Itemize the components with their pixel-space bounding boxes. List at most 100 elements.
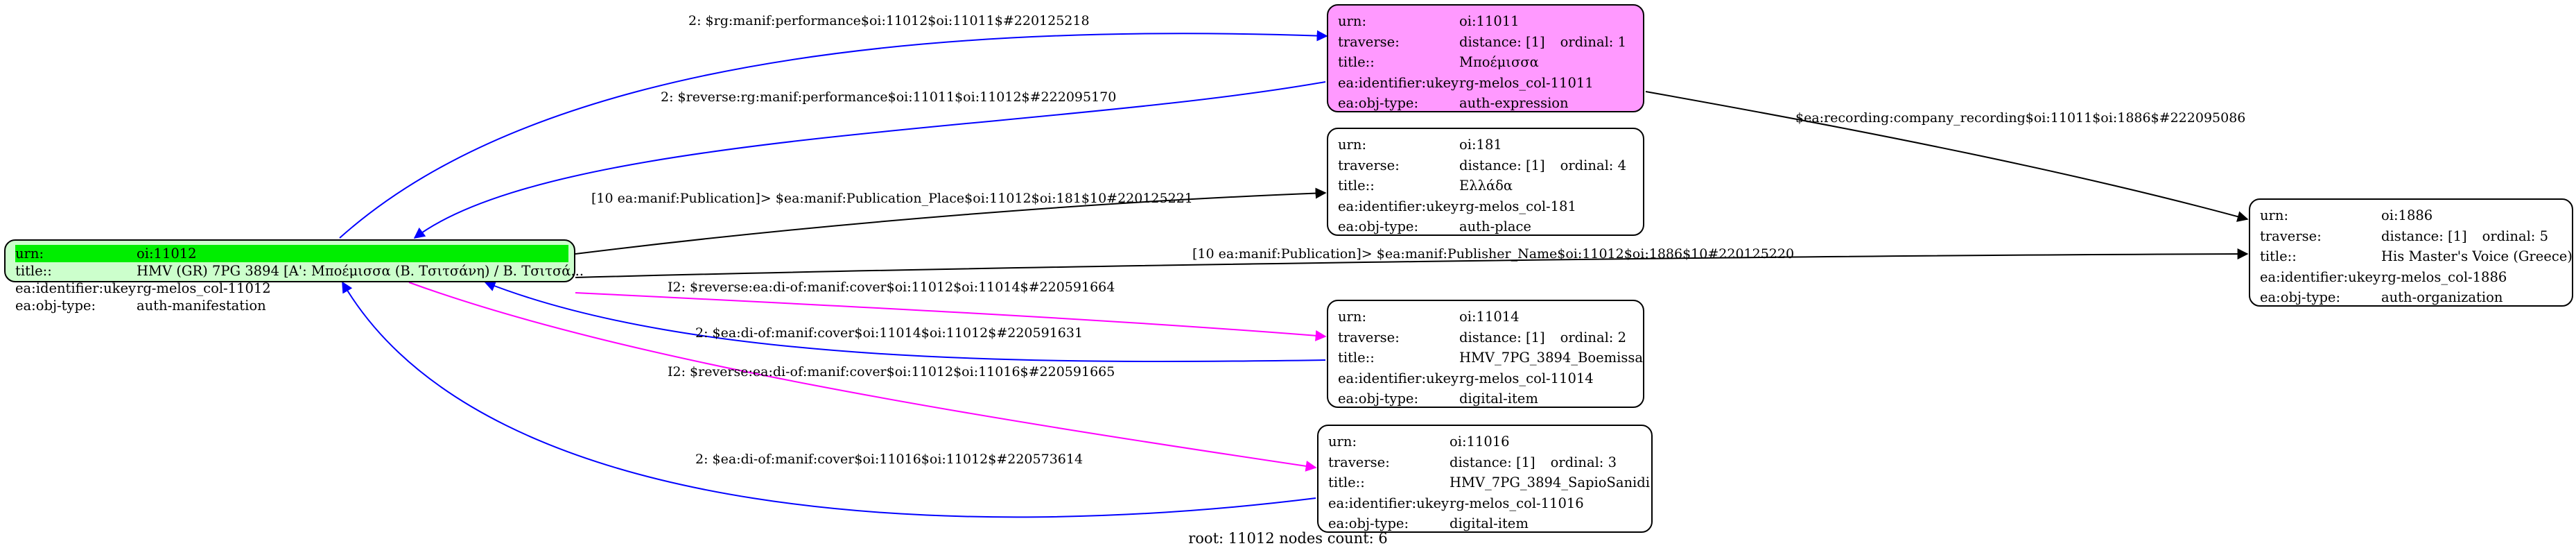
edge-11011-1886-company-recording [1645, 91, 2249, 222]
edge-label-11011-1886-company-recording: $ea:recording:company_recording$oi:11011… [1795, 110, 2245, 126]
node-row-title: title::HMV_7PG_3894_SapioSanidi [1328, 472, 1651, 493]
node-1886[interactable]: urn: oi:1886 traverse:distance: [1]ordina… [2249, 198, 2573, 307]
field-value: rg-melos_col-11016 [1450, 495, 1584, 511]
traverse-distance: distance: [1] [2381, 228, 2467, 244]
field-value: oi:11012 [137, 245, 568, 262]
field-value: HMV_7PG_3894_SapioSanidi [1450, 475, 1650, 490]
field-label: title:: [1338, 350, 1375, 366]
field-label: title:: [15, 263, 52, 279]
traverse-ordinal: ordinal: 3 [1550, 454, 1617, 470]
edge-11012-181-publication-place [575, 187, 1327, 255]
node-row-title: title::His Master's Voice (Greece) [2260, 246, 2573, 267]
field-value: oi:11011 [1459, 13, 1520, 29]
node-row-type: ea:obj-type: digital-item [1338, 388, 1643, 409]
field-label: title:: [1338, 54, 1375, 70]
field-value: oi:11014 [1459, 309, 1520, 325]
edge-label-11012-11014-reverse-cover: I2: $reverse:ea:di-of:manif:cover$oi:110… [668, 280, 1115, 295]
field-value: Μποέμισσα [1459, 54, 1539, 70]
node-11016[interactable]: urn:oi:11016 traverse: distance: [1] ordin… [1317, 425, 1653, 533]
field-value: Ελλάδα [1459, 178, 1513, 194]
node-11011[interactable]: urn:oi:11011 traverse:distance: [1]ordin… [1327, 4, 1644, 112]
field-label: ea:identifier:ukey [2260, 268, 2381, 285]
field-label: traverse: [1328, 454, 1390, 470]
field-value: oi:181 [1459, 137, 1502, 153]
field-value: digital-item [1459, 391, 1538, 407]
node-row-traverse: traverse: distance: [1]ordinal: 4 [1338, 155, 1643, 176]
node-row-type: ea:obj-type: digital-item [1328, 513, 1651, 534]
field-value: auth-manifestation [137, 298, 266, 314]
field-value: auth-organization [2381, 289, 2503, 305]
node-row-urn: urn: oi:181 [1338, 135, 1643, 155]
traverse-distance: distance: [1] [1459, 157, 1545, 173]
edge-label-11012-11016-reverse-cover: I2: $reverse:ea:di-of:manif:cover$oi:110… [668, 364, 1115, 379]
field-label: title:: [1328, 475, 1365, 490]
field-value: distance: [1]ordinal: 2 [1459, 327, 1626, 348]
field-value: distance: [1]ordinal: 1 [1459, 32, 1626, 53]
field-value: distance: [1] ordinal: 3 [1450, 452, 1617, 473]
field-label: urn: [1338, 309, 1367, 325]
field-value: distance: [1]ordinal: 5 [2381, 226, 2548, 247]
node-11014[interactable]: urn: oi:11014 traverse: distance: [1]ordin… [1327, 300, 1644, 408]
field-label: urn: [1338, 137, 1367, 153]
field-label: ea:identifier:ukey [15, 280, 136, 296]
field-value: rg-melos_col-11014 [1459, 370, 1594, 386]
node-row-type: ea:obj-type: auth-expression [1338, 93, 1643, 114]
field-label: urn: [15, 245, 137, 262]
field-value: oi:11016 [1450, 434, 1510, 450]
node-row-urn: urn: oi:1886 [2260, 205, 2572, 226]
node-row-traverse: traverse: distance: [1]ordinal: 1 [1338, 32, 1643, 53]
traverse-distance: distance: [1] [1459, 33, 1545, 50]
traverse-distance: distance: [1] [1450, 454, 1535, 470]
edge-11012-11014-reverse-cover [575, 292, 1327, 341]
node-row-urn: urn:oi:11016 [1328, 432, 1651, 452]
field-label: title:: [1338, 178, 1375, 194]
field-value: auth-expression [1459, 95, 1569, 111]
edge-label-11012-11011-performance: 2: $rg:manif:performance$oi:11012$oi:110… [688, 13, 1090, 28]
node-row-type: ea:obj-type: auth-manifestation [15, 297, 574, 314]
field-label: ea:obj-type: [1338, 391, 1419, 407]
node-row-traverse: traverse:distance: [1]ordinal: 5 [2260, 226, 2572, 247]
edge-11012-11016-reverse-cover [408, 282, 1317, 472]
edge-label-11016-11012-cover: 2: $ea:di-of:manif:cover$oi:11016$oi:110… [695, 452, 1083, 467]
field-value: rg-melos_col-11012 [137, 280, 271, 296]
field-label: ea:obj-type: [15, 298, 96, 314]
node-11012[interactable]: urn:oi:11012 title::HMV (GR) 7PG 3894 [A… [4, 239, 584, 314]
footer-text: root: 11012 nodes count: 6 [1188, 530, 1388, 547]
edge-11014-11012-cover [484, 280, 1326, 362]
field-value: rg-melos_col-1886 [2381, 268, 2507, 285]
node-row-urn: urn: oi:11014 [1338, 307, 1643, 327]
field-value: oi:1886 [2381, 207, 2433, 223]
node-row-traverse: traverse: distance: [1]ordinal: 2 [1338, 327, 1643, 348]
field-value: rg-melos_col-11011 [1459, 74, 1594, 91]
field-label: ea:obj-type: [1338, 95, 1419, 111]
edge-11016-11012-cover [342, 281, 1316, 518]
field-value: distance: [1]ordinal: 4 [1459, 155, 1626, 176]
field-label: ea:obj-type: [2260, 289, 2341, 305]
node-row-urn: urn:oi:11012 [15, 245, 574, 262]
field-label: urn: [2260, 207, 2289, 223]
field-label: ea:identifier:ukey [1328, 495, 1449, 511]
field-label: ea:obj-type: [1328, 515, 1409, 531]
field-label: title:: [2260, 248, 2297, 264]
node-181[interactable]: urn: oi:181 traverse: distance: [1]ordinal… [1327, 128, 1644, 236]
node-row-title: title::Ελλάδα [1338, 176, 1643, 196]
field-label: traverse: [1338, 157, 1400, 173]
field-label: traverse: [1338, 33, 1400, 50]
edge-11012-1886-publisher-name [575, 248, 2249, 278]
field-value: rg-melos_col-181 [1459, 198, 1576, 214]
field-value: digital-item [1450, 515, 1529, 531]
field-value: HMV (GR) 7PG 3894 [A': Μποέμισσα (Β. Τσι… [137, 263, 584, 279]
field-value: HMV_7PG_3894_Boemissa [1459, 350, 1644, 366]
edge-11011-11012-reverse-performance [413, 81, 1326, 239]
node-row-title: title::HMV (GR) 7PG 3894 [A': Μποέμισσα … [15, 262, 584, 280]
edge-label-11012-181-publication-place: [10 ea:manif:Publication]> $ea:manif:Pub… [591, 191, 1193, 206]
node-row-type: ea:obj-type: auth-organization [2260, 287, 2572, 308]
traverse-distance: distance: [1] [1459, 329, 1545, 345]
field-label: traverse: [1338, 329, 1400, 345]
field-value: auth-place [1459, 219, 1531, 234]
